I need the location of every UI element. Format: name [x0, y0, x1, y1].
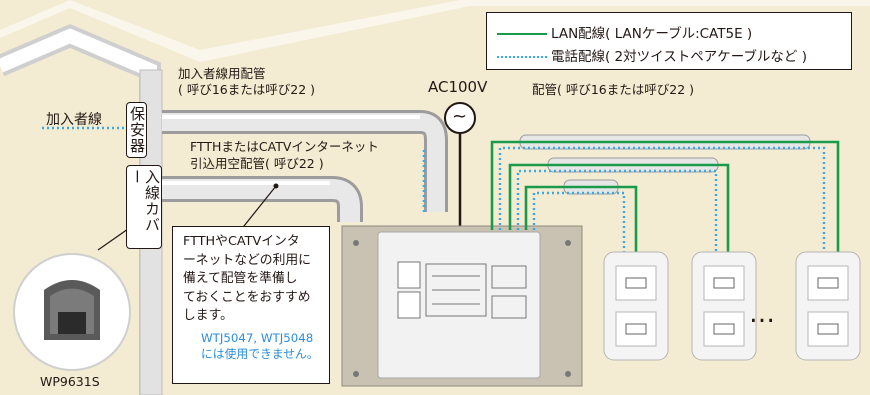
- note-line: 備えて配管を準備し: [183, 271, 298, 287]
- more-outlets-indicator: …: [749, 299, 777, 329]
- subscriber-line-label: 加入者線: [46, 112, 102, 128]
- ac-symbol-glyph: ~: [452, 106, 468, 127]
- note-line: ーネットなどの利用に: [183, 252, 311, 268]
- ac-power-symbol: [444, 102, 476, 134]
- warning-line: には使用できません。: [201, 347, 319, 362]
- lan-swatch: [497, 33, 547, 35]
- telephone-swatch: [497, 56, 547, 58]
- warning-line: WTJ5047, WTJ5048: [201, 330, 314, 345]
- ftth-pipe-size-label: 引込用空配管( 呼び22 ): [190, 156, 324, 171]
- recommendation-note: FTTHやCATVインタ ーネットなどの利用に 備えて配管を準備し ておくことを…: [172, 226, 330, 384]
- legend-lan-label: LAN配線( LANケーブル:CAT5E ): [551, 26, 753, 42]
- legend-item-lan: LAN配線( LANケーブル:CAT5E ): [497, 22, 752, 42]
- subscriber-pipe-size-label: ( 呼び16または呼び22 ): [178, 82, 316, 97]
- wall-outlet-3: [795, 251, 861, 361]
- power-label: AC100V: [428, 78, 488, 96]
- legend-item-telephone: 電話配線( 2対ツイストペアケーブルなど ): [497, 45, 807, 65]
- note-line: します。: [183, 308, 233, 324]
- product-code-label: WP9631S: [40, 374, 100, 389]
- lan-wiring: [490, 140, 840, 256]
- note-line: ておくことをおすすめ: [183, 289, 311, 305]
- house-roof: [0, 0, 870, 78]
- conduit-label: 配管( 呼び16または呼び22 ): [532, 82, 695, 97]
- legend: LAN配線( LANケーブル:CAT5E ) 電話配線( 2対ツイストペアケーブ…: [486, 12, 852, 70]
- telephone-wiring: [498, 146, 826, 256]
- subscriber-pipe-label: 加入者線用配管: [178, 66, 266, 81]
- protector-box: 保安器: [126, 102, 147, 158]
- wall-outlet-2: [691, 251, 757, 361]
- note-line: FTTHやCATVインタ: [183, 234, 300, 249]
- ftth-pipe-label: FTTHまたはCATVインターネット: [190, 139, 379, 154]
- wall-outlet-1: [603, 251, 669, 361]
- entry-cover-box: 入線カバー: [126, 165, 162, 249]
- legend-telephone-label: 電話配線( 2対ツイストペアケーブルなど ): [551, 49, 807, 65]
- note-warning: WTJ5047, WTJ5048 には使用できません。: [183, 330, 321, 363]
